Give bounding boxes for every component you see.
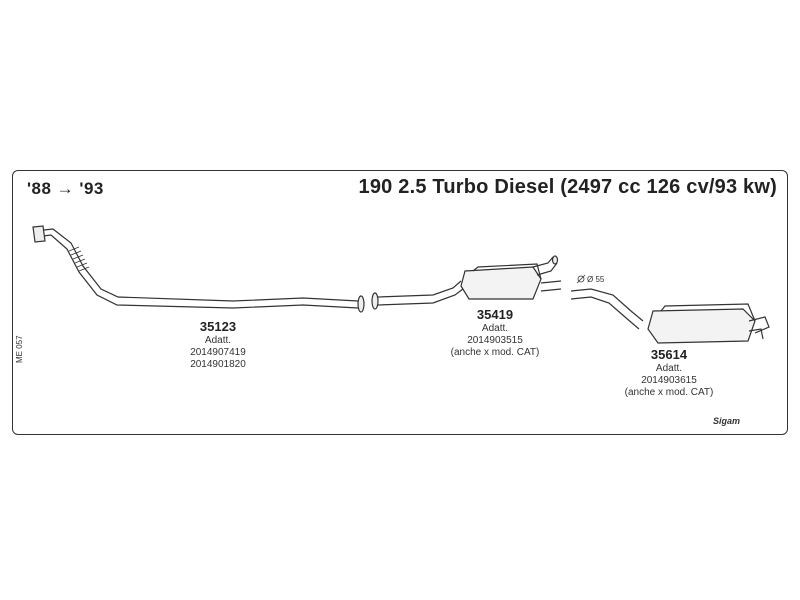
catalog-side-code: ME 057 <box>15 335 24 363</box>
part-note-line: (anche x mod. CAT) <box>450 347 540 358</box>
exhaust-parts-drawing <box>32 225 770 344</box>
part-note-line: 2014903615 <box>641 375 697 386</box>
part-note-line: Adatt. <box>204 335 232 346</box>
part-note-line: (anche x mod. CAT) <box>624 387 714 398</box>
part-notes-35614: Adatt. 2014903615 (anche x mod. CAT) <box>599 363 739 399</box>
middle-silencer-35419 <box>371 255 562 310</box>
diameter-marker <box>576 274 586 284</box>
part-note-line: 2014903515 <box>467 335 523 346</box>
pipe-diameter-label: Ø 55 <box>587 275 605 284</box>
part-note-line: Adatt. <box>655 363 683 374</box>
part-note-line: 2014907419 <box>190 347 246 358</box>
vehicle-title: 190 2.5 Turbo Diesel (2497 cc 126 cv/93 … <box>358 176 777 198</box>
part-code-35614: 35614 <box>650 347 688 362</box>
part-code-35123: 35123 <box>199 319 237 334</box>
front-pipe-35123 <box>32 225 365 313</box>
part-code-35419: 35419 <box>476 307 514 322</box>
part-note-line: 2014901820 <box>190 359 246 370</box>
model-years: '88 → '93 <box>27 179 104 198</box>
exhaust-diagram-sheet: '88 → '93 190 2.5 Turbo Diesel (2497 cc … <box>12 170 788 435</box>
brand-logo: Sigam <box>713 416 741 426</box>
part-notes-35123: Adatt. 2014907419 2014901820 <box>148 335 288 371</box>
part-notes-35419: Adatt. 2014903515 (anche x mod. CAT) <box>425 323 565 359</box>
rear-silencer-35614 <box>570 288 770 344</box>
part-note-line: Adatt. <box>481 323 509 334</box>
